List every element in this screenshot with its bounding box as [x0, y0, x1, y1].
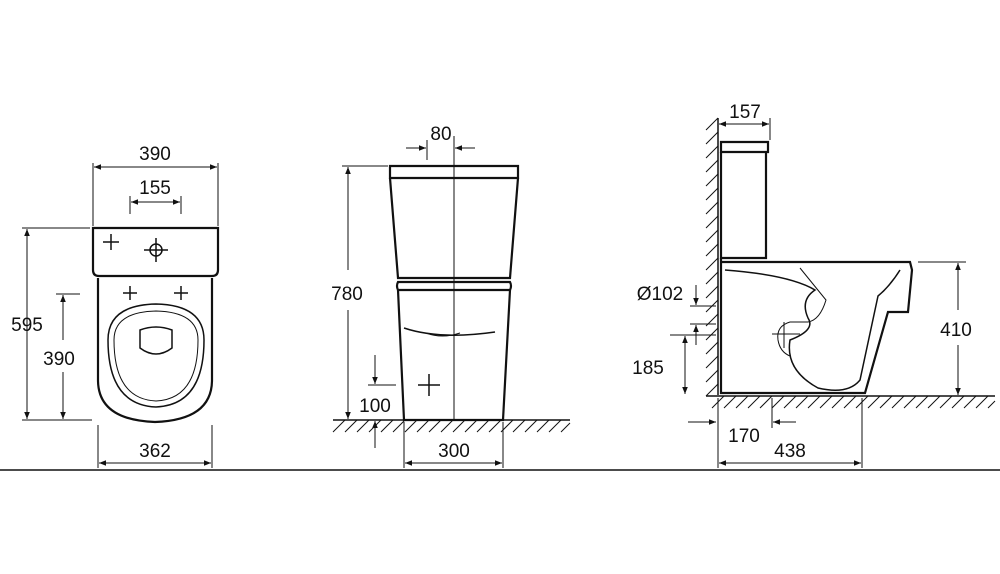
front-seat-inner: [113, 310, 199, 402]
profile-trapway: [724, 269, 901, 391]
dim-side-pipe-height: 100: [359, 396, 391, 417]
profile-view: 157 Ø102 185 410 170 438: [632, 102, 996, 468]
front-view: 390 155 595 390 362: [11, 144, 220, 468]
front-bowl-outline: [96, 278, 214, 424]
dim-front-height-pan: 390: [43, 349, 75, 370]
side-view: 80 780 100 300: [331, 124, 571, 468]
dim-front-hole-spacing: 155: [139, 178, 171, 199]
side-outlet-mark: [418, 374, 440, 396]
front-seat-outer: [107, 303, 205, 408]
dim-profile-outlet-diameter: Ø102: [637, 284, 683, 305]
dim-side-height-total: 780: [331, 284, 363, 305]
dim-profile-outlet-height: 185: [632, 358, 664, 379]
dim-profile-tank-depth: 157: [729, 102, 761, 123]
profile-pan-outline: [719, 258, 914, 395]
profile-floor-hatch: [711, 395, 996, 409]
profile-wall-hatch: [705, 117, 719, 397]
dim-profile-pan-height: 410: [940, 320, 972, 341]
dim-profile-total-depth: 438: [774, 441, 806, 462]
dim-side-base-width: 300: [438, 441, 470, 462]
dim-profile-outlet-offset: 170: [728, 426, 760, 447]
side-floor-hatch: [332, 419, 571, 433]
profile-tank-body: [719, 152, 768, 260]
front-fixing-mark: [103, 234, 119, 250]
side-rim-detail: [425, 332, 461, 337]
profile-trap-inner: [777, 267, 827, 357]
dim-front-height-total: 595: [11, 315, 43, 336]
front-seat-fixing-right: [174, 286, 188, 300]
front-bowl-opening: [139, 326, 173, 355]
side-rim-curve: [403, 327, 496, 336]
front-button-mark: [144, 238, 168, 262]
dim-front-width-total: 390: [139, 144, 171, 165]
front-seat-fixing-left: [123, 286, 137, 300]
dim-front-base-width: 362: [139, 441, 171, 462]
front-tank-outline: [91, 226, 220, 278]
profile-tank-lid: [719, 140, 770, 154]
dim-side-top-offset: 80: [430, 124, 451, 145]
